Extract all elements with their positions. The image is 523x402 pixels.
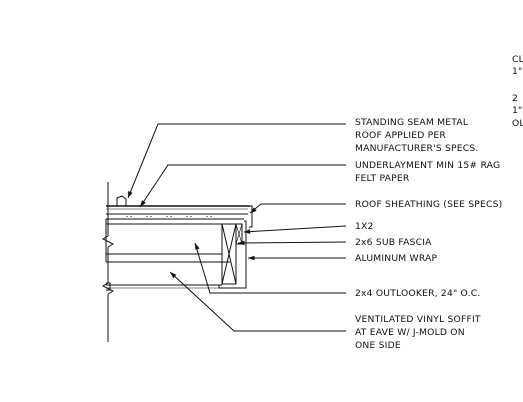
fascia-assembly [218,220,247,289]
callout-underlayment-line-2: FELT PAPER [355,173,410,184]
callout-sheathing: ROOF SHEATHING (SEE SPECS) [355,199,502,210]
callout-soffit-line-1: VENTILATED VINYL SOFFIT [355,314,481,325]
framing [105,219,230,263]
callout-roof-line-2: ROOF APPLIED PER [355,130,446,141]
leader-lines [127,123,347,332]
callout-underlayment-line-1: UNDERLAYMENT MIN 15# RAG [355,160,500,171]
callout-sub-fascia: 2x6 SUB FASCIA [355,237,432,248]
edge-text-1: CL [512,54,523,65]
edge-text-5: OL [512,118,523,129]
callout-soffit-line-3: ONE SIDE [355,340,401,351]
callout-soffit-line-2: AT EAVE W/ J-MOLD ON [355,327,465,338]
callout-1x2: 1X2 [355,221,374,232]
edge-text-3: 2 [512,93,518,104]
edge-text-2: 1" [512,66,522,77]
clipped-edge-text: CL 1" 2 1" OL [512,54,523,129]
callouts: STANDING SEAM METAL ROOF APPLIED PER MAN… [355,117,502,351]
callout-outlooker: 2x4 OUTLOOKER, 24" O.C. [355,288,480,299]
soffit [106,282,222,291]
roof-assembly [106,195,253,228]
callout-roof-line-1: STANDING SEAM METAL [355,117,469,128]
callout-roof-line-3: MANUFACTURER'S SPECS. [355,143,479,154]
callout-aluminum-wrap: ALUMINUM WRAP [355,253,438,264]
edge-text-4: 1" [512,105,522,116]
